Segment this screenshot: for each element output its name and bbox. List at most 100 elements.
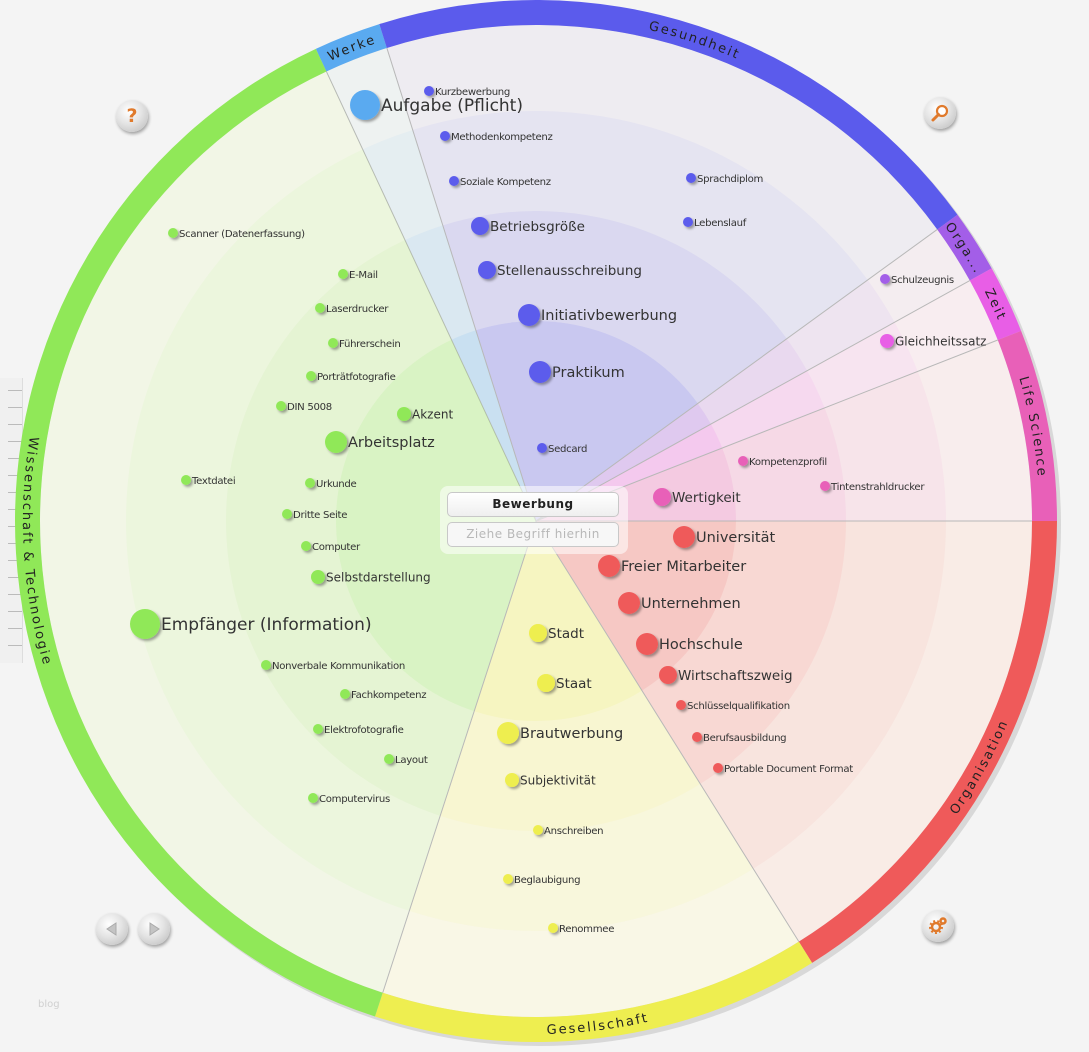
term-dot[interactable] <box>340 689 350 699</box>
term-dot[interactable] <box>313 724 323 734</box>
term-label[interactable]: Computer <box>312 542 361 553</box>
term-label[interactable]: Sedcard <box>548 444 587 455</box>
term-node[interactable]: Lebenslauf <box>683 217 747 229</box>
term-label[interactable]: Elektrofotografie <box>324 725 404 736</box>
term-label[interactable]: Lebenslauf <box>694 218 747 229</box>
next-button[interactable] <box>138 913 170 945</box>
term-label[interactable]: Dritte Seite <box>293 510 348 521</box>
term-node[interactable]: Dritte Seite <box>282 509 348 521</box>
term-label[interactable]: Hochschule <box>659 637 743 653</box>
term-dot[interactable] <box>130 609 160 639</box>
term-dot[interactable] <box>325 431 347 453</box>
term-label[interactable]: Stadt <box>548 626 584 642</box>
term-dot[interactable] <box>471 217 489 235</box>
search-button[interactable] <box>924 97 956 129</box>
term-node[interactable]: Aufgabe (Pflicht) <box>350 90 523 120</box>
term-node[interactable]: Anschreiben <box>533 825 604 837</box>
previous-button[interactable] <box>96 913 128 945</box>
category-ring-segment[interactable] <box>937 214 992 281</box>
term-node[interactable]: Layout <box>384 754 428 766</box>
term-node[interactable]: Universität <box>673 526 775 548</box>
term-dot[interactable] <box>653 488 671 506</box>
term-label[interactable]: Nonverbale Kommunikation <box>272 661 405 672</box>
term-label[interactable]: Aufgabe (Pflicht) <box>381 96 523 116</box>
term-node[interactable]: Nonverbale Kommunikation <box>261 660 405 672</box>
term-node[interactable]: Tintenstrahldrucker <box>820 481 926 493</box>
term-dot[interactable] <box>686 173 696 183</box>
term-label[interactable]: Wertigkeit <box>672 490 741 506</box>
term-node[interactable]: Textdatei <box>181 475 236 487</box>
term-label[interactable]: Urkunde <box>316 479 357 490</box>
term-dot[interactable] <box>168 228 178 238</box>
term-dot[interactable] <box>505 773 519 787</box>
term-node[interactable]: Sedcard <box>537 443 587 455</box>
term-label[interactable]: Arbeitsplatz <box>348 435 435 451</box>
term-label[interactable]: Laserdrucker <box>326 304 390 315</box>
term-dot[interactable] <box>282 509 292 519</box>
term-node[interactable]: Computervirus <box>308 793 390 805</box>
term-node[interactable]: Renommee <box>548 923 614 935</box>
term-label[interactable]: Betriebsgröße <box>490 219 585 235</box>
term-dot[interactable] <box>181 475 191 485</box>
term-label[interactable]: Beglaubigung <box>514 875 581 886</box>
term-dot[interactable] <box>384 754 394 764</box>
term-node[interactable]: Soziale Kompetenz <box>449 176 551 188</box>
term-node[interactable]: Stellenausschreibung <box>478 261 642 279</box>
term-node[interactable]: Scanner (Datenerfassung) <box>168 228 305 240</box>
term-label[interactable]: Layout <box>395 755 428 766</box>
term-label[interactable]: Führerschein <box>339 339 401 350</box>
term-node[interactable]: Führerschein <box>328 338 401 350</box>
term-node[interactable]: Fachkompetenz <box>340 689 427 701</box>
term-dot[interactable] <box>683 217 693 227</box>
term-dot[interactable] <box>301 541 311 551</box>
category-ring-segment[interactable] <box>379 0 958 230</box>
center-term-button[interactable]: Bewerbung <box>447 492 619 517</box>
term-label[interactable]: Anschreiben <box>544 826 604 837</box>
term-label[interactable]: Renommee <box>559 924 614 935</box>
term-dot[interactable] <box>350 90 380 120</box>
term-dot[interactable] <box>397 407 411 421</box>
term-node[interactable]: Schlüsselqualifikation <box>676 700 790 712</box>
term-label[interactable]: Methodenkompetenz <box>451 132 553 143</box>
term-node[interactable]: Computer <box>301 541 361 553</box>
term-node[interactable]: Urkunde <box>305 478 357 490</box>
term-dot[interactable] <box>305 478 315 488</box>
term-label[interactable]: Portable Document Format <box>724 764 854 775</box>
term-node[interactable]: Methodenkompetenz <box>440 131 553 143</box>
term-dot[interactable] <box>537 443 547 453</box>
term-label[interactable]: Staat <box>556 676 592 692</box>
term-node[interactable]: Unternehmen <box>618 592 741 614</box>
term-node[interactable]: Hochschule <box>636 633 743 655</box>
term-dot[interactable] <box>529 361 551 383</box>
term-node[interactable]: Selbstdarstellung <box>311 570 431 584</box>
term-label[interactable]: Tintenstrahldrucker <box>830 482 926 493</box>
blog-link[interactable]: blog <box>38 999 60 1010</box>
term-label[interactable]: Universität <box>696 530 775 546</box>
term-dot[interactable] <box>311 570 325 584</box>
term-dot[interactable] <box>618 592 640 614</box>
term-label[interactable]: Kurzbewerbung <box>435 87 510 98</box>
term-node[interactable]: Porträtfotografie <box>306 371 396 383</box>
term-node[interactable]: Wertigkeit <box>653 488 741 506</box>
term-label[interactable]: DIN 5008 <box>287 402 332 413</box>
term-label[interactable]: Gleichheitssatz <box>895 334 986 348</box>
category-ring-segment[interactable] <box>997 330 1057 521</box>
term-label[interactable]: Wirtschaftszweig <box>678 668 793 684</box>
term-dot[interactable] <box>497 722 519 744</box>
term-node[interactable]: Kompetenzprofil <box>738 456 827 468</box>
term-dot[interactable] <box>676 700 686 710</box>
term-dot[interactable] <box>449 176 459 186</box>
term-label[interactable]: Fachkompetenz <box>351 690 427 701</box>
term-dot[interactable] <box>820 481 830 491</box>
term-dot[interactable] <box>503 874 513 884</box>
term-dot[interactable] <box>537 674 555 692</box>
term-label[interactable]: Initiativbewerbung <box>541 308 677 324</box>
term-dot[interactable] <box>636 633 658 655</box>
term-dot[interactable] <box>440 131 450 141</box>
term-label[interactable]: Berufsausbildung <box>703 733 787 744</box>
category-ring-segment[interactable] <box>375 941 813 1042</box>
term-dot[interactable] <box>424 86 434 96</box>
term-label[interactable]: Schulzeugnis <box>891 275 954 286</box>
term-label[interactable]: Subjektivität <box>520 773 596 787</box>
term-node[interactable]: Kurzbewerbung <box>424 86 510 98</box>
